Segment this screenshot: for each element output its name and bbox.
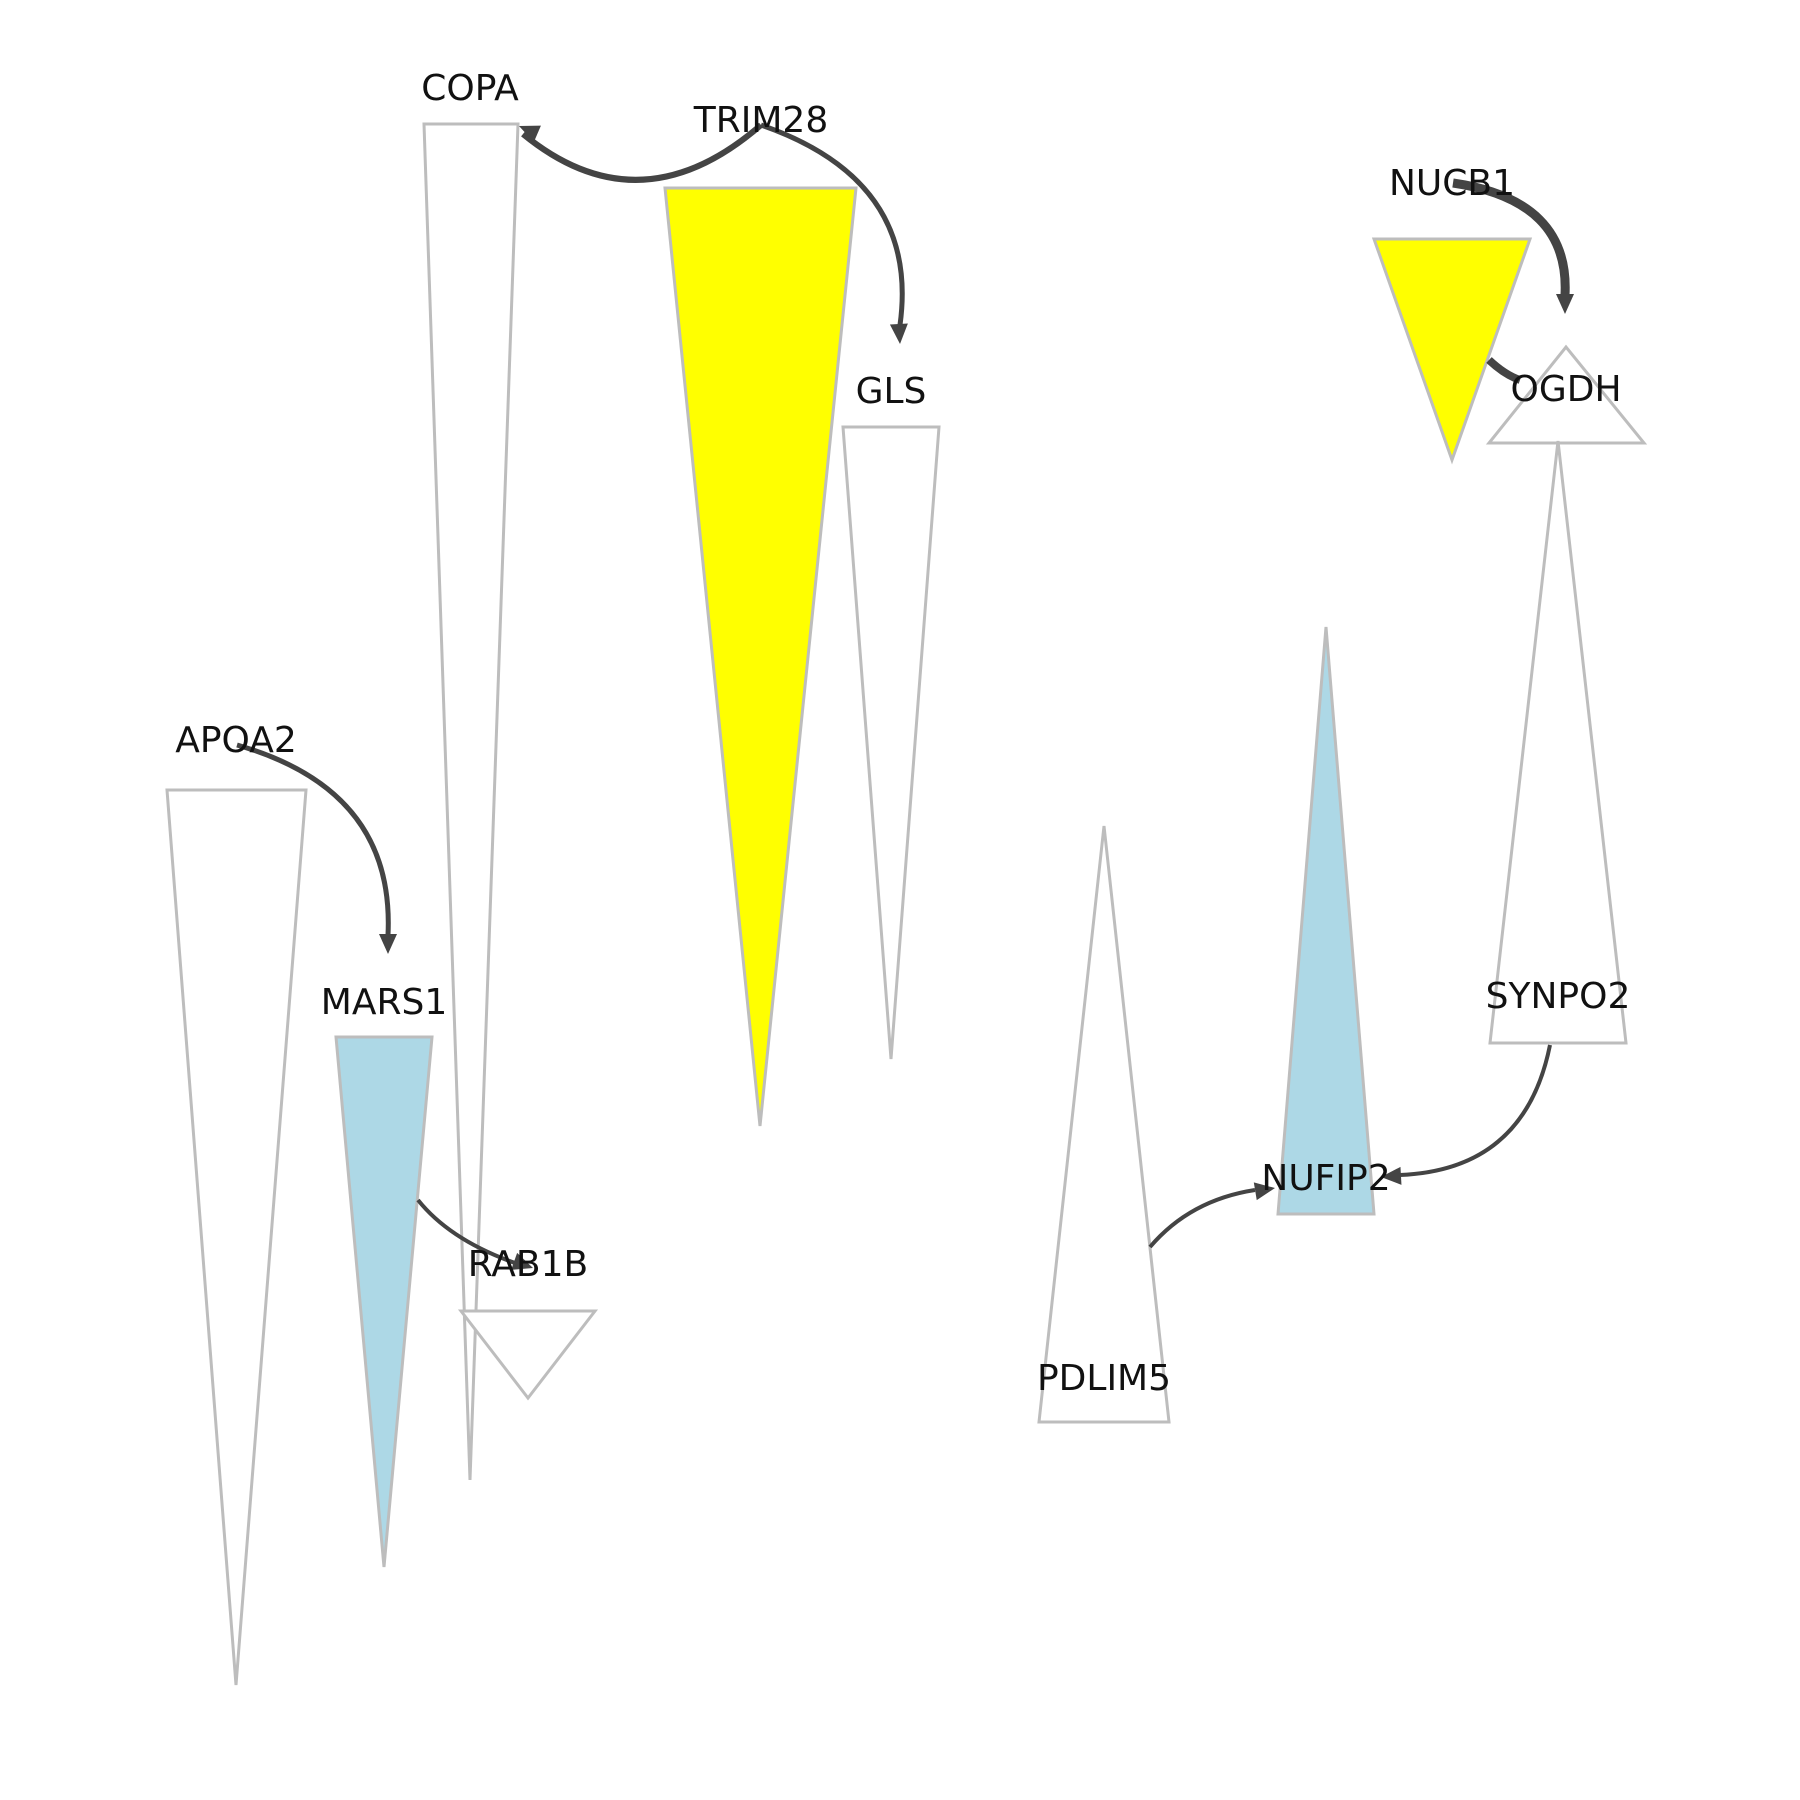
node-mars1-label: MARS1 <box>321 982 447 1023</box>
node-gls-triangle <box>841 425 941 1060</box>
arrowhead-ogdh <box>1556 294 1574 314</box>
node-trim28-triangle <box>663 186 858 1127</box>
arrowhead-copa <box>519 125 541 143</box>
node-ogdh-label: OGDH <box>1510 369 1621 410</box>
node-ogdh-triangle <box>1485 344 1648 445</box>
edge-nucb1-to-ogdh-stub <box>1486 357 1522 384</box>
node-pdlim5-label: PDLIM5 <box>1037 1358 1171 1399</box>
node-nucb1-label: NUCB1 <box>1389 163 1515 204</box>
node-synpo2-label: SYNPO2 <box>1486 976 1631 1017</box>
arrowhead-mars1 <box>379 934 397 954</box>
node-nufip2-triangle <box>1276 626 1376 1216</box>
edge-apoa2-to-mars1 <box>236 742 391 936</box>
edge-pdlim5-to-nufip2 <box>1148 1188 1256 1249</box>
edge-trim28-to-copa <box>521 122 763 183</box>
node-nucb1-triangle <box>1371 237 1533 465</box>
arrowhead-nufip2 <box>1253 1182 1275 1201</box>
node-copa-label: COPA <box>421 68 519 109</box>
node-gls-label: GLS <box>856 371 927 412</box>
node-nufip2-label: NUFIP2 <box>1261 1158 1390 1199</box>
edge-mars1-to-rab1b <box>416 1198 516 1265</box>
node-apoa2-label: APOA2 <box>175 720 297 761</box>
edge-synpo2-to-nufip2 <box>1399 1044 1552 1177</box>
edge-nucb1-to-ogdh <box>1452 178 1570 296</box>
node-layer <box>165 122 1648 1686</box>
arrowhead-nufip2 <box>1381 1166 1402 1185</box>
edge-trim28-to-gls <box>760 122 905 326</box>
edge-layer <box>236 122 1574 1270</box>
node-apoa2-triangle <box>165 788 308 1686</box>
node-rab1b-triangle <box>457 1309 599 1401</box>
arrowhead-gls <box>889 323 908 344</box>
node-trim28-label: TRIM28 <box>693 100 829 141</box>
node-copa-triangle <box>422 122 520 1481</box>
arrowhead-rab1b <box>511 1252 533 1270</box>
node-pdlim5-triangle <box>1037 825 1171 1424</box>
node-synpo2-triangle <box>1488 440 1628 1045</box>
node-rab1b-label: RAB1B <box>468 1244 588 1285</box>
node-mars1-triangle <box>334 1035 434 1568</box>
